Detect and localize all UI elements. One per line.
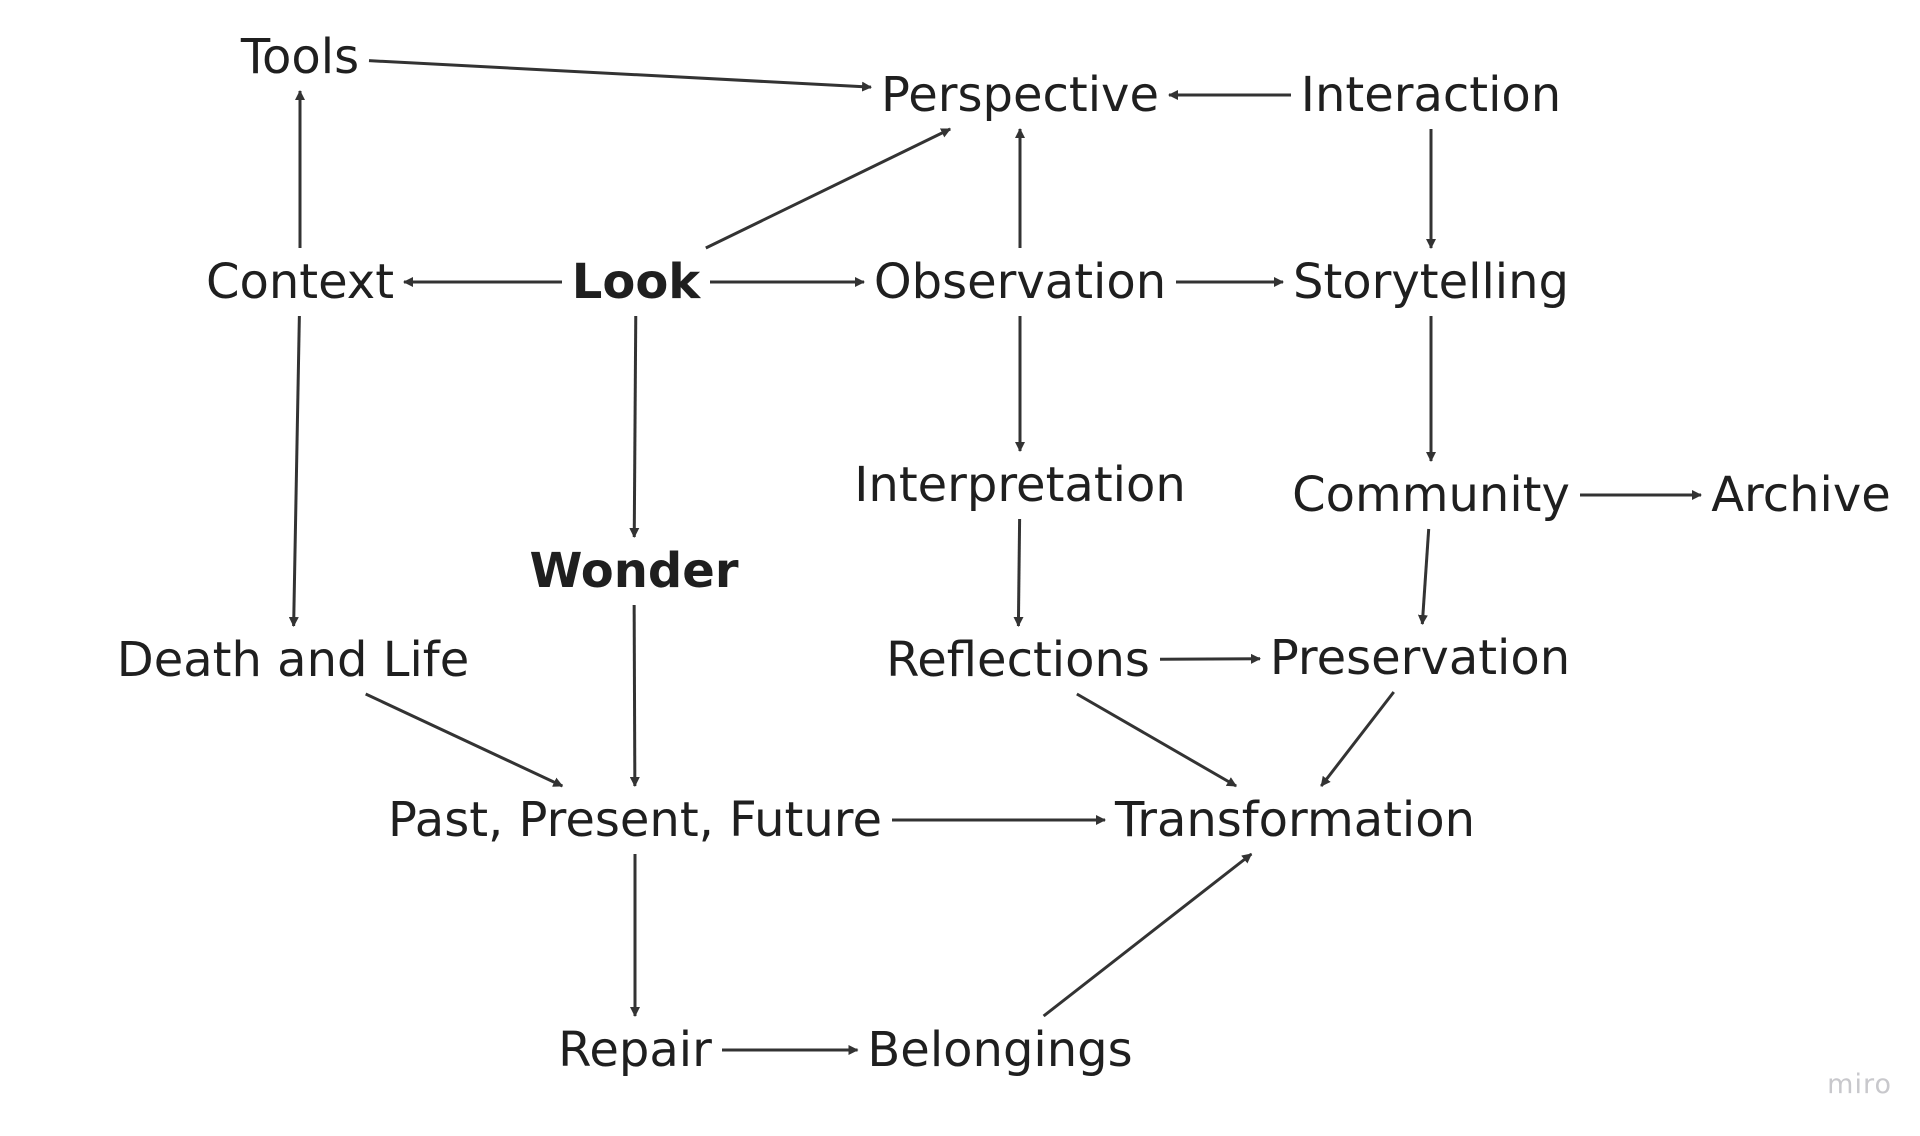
node-past-present-future: Past, Present, Future [387, 792, 883, 848]
node-context: Context [205, 254, 395, 310]
edge-reflections-to-transformation [1076, 692, 1238, 788]
node-archive: Archive [1711, 467, 1891, 523]
edge-look-to-perspective [705, 127, 952, 250]
edge-preservation-to-transformation [1320, 691, 1395, 787]
edge-belongings-to-transformation [1042, 852, 1253, 1018]
node-wonder: Wonder [529, 543, 739, 599]
edge-death-and-life-to-past-present-future [365, 692, 564, 788]
node-transformation: Transformation [1114, 792, 1476, 848]
node-look: Look [571, 254, 701, 310]
node-tools: Tools [240, 29, 360, 85]
node-reflections: Reflections [886, 632, 1150, 688]
node-interaction: Interaction [1300, 67, 1562, 123]
node-community: Community [1292, 467, 1570, 523]
edge-interpretation-to-reflections [1013, 518, 1024, 627]
node-observation: Observation [873, 254, 1167, 310]
node-repair: Repair [558, 1022, 712, 1078]
edge-lines [288, 59, 1702, 1055]
miro-watermark: miro [1827, 1069, 1892, 1100]
edge-tools-to-perspective [368, 59, 872, 92]
node-perspective: Perspective [881, 67, 1159, 123]
node-belongings: Belongings [867, 1022, 1133, 1078]
node-death-and-life: Death and Life [116, 632, 470, 688]
edge-wonder-to-past-present-future [629, 604, 640, 787]
edge-community-to-preservation [1417, 528, 1431, 625]
node-interpretation: Interpretation [854, 457, 1186, 513]
node-storytelling: Storytelling [1292, 254, 1570, 310]
edge-context-to-death-and-life [288, 315, 301, 627]
node-preservation: Preservation [1269, 630, 1571, 686]
edge-look-to-wonder [629, 315, 640, 538]
